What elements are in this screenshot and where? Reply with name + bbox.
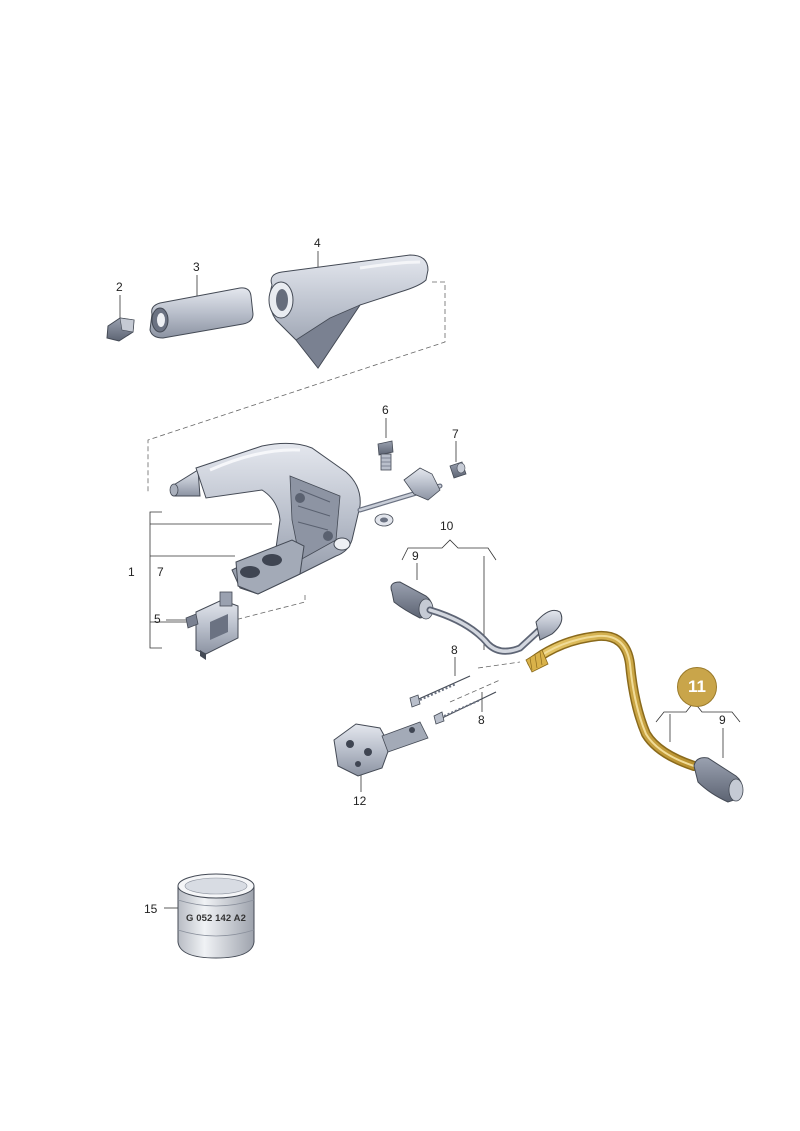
leader-lines	[119, 251, 741, 909]
part-5-switch	[185, 591, 239, 660]
grease-can-label: G 052 142 A2	[186, 913, 246, 924]
callout-1-qty: 7	[157, 565, 164, 579]
callout-9-right: 9	[719, 713, 726, 727]
callout-5: 5	[154, 612, 161, 626]
part-9-grommet-right	[693, 757, 744, 803]
part-12-bracket	[333, 721, 429, 777]
callout-4: 4	[314, 236, 321, 250]
callout-7: 7	[452, 427, 459, 441]
callout-15: 15	[144, 902, 158, 916]
linkage-rod	[357, 467, 443, 527]
part-15-grease-can	[177, 873, 255, 959]
dashed-guide-lines	[147, 281, 521, 703]
part-10-cable	[426, 606, 563, 655]
callout-12: 12	[353, 794, 367, 808]
part-11-cable-highlighted	[525, 630, 699, 771]
callout-8-bottom: 8	[478, 713, 485, 727]
part-2-end-cap	[106, 317, 135, 342]
part-4-lever-boot	[268, 254, 429, 369]
callout-8-top: 8	[451, 643, 458, 657]
part-9-grommet-left	[390, 581, 434, 620]
part-3-grip-sleeve	[149, 287, 254, 339]
callout-10: 10	[440, 519, 454, 533]
callout-11-highlighted-badge[interactable]: 11	[677, 667, 717, 707]
callout-3: 3	[193, 260, 200, 274]
callout-1: 1	[128, 565, 135, 579]
part-7-bushing	[449, 461, 467, 479]
part-6-bolt	[377, 440, 394, 471]
callout-2: 2	[116, 280, 123, 294]
part-1-handbrake-lever	[169, 442, 361, 595]
callout-6: 6	[382, 403, 389, 417]
callout-9-left: 9	[412, 549, 419, 563]
part-8-cables	[409, 675, 497, 725]
